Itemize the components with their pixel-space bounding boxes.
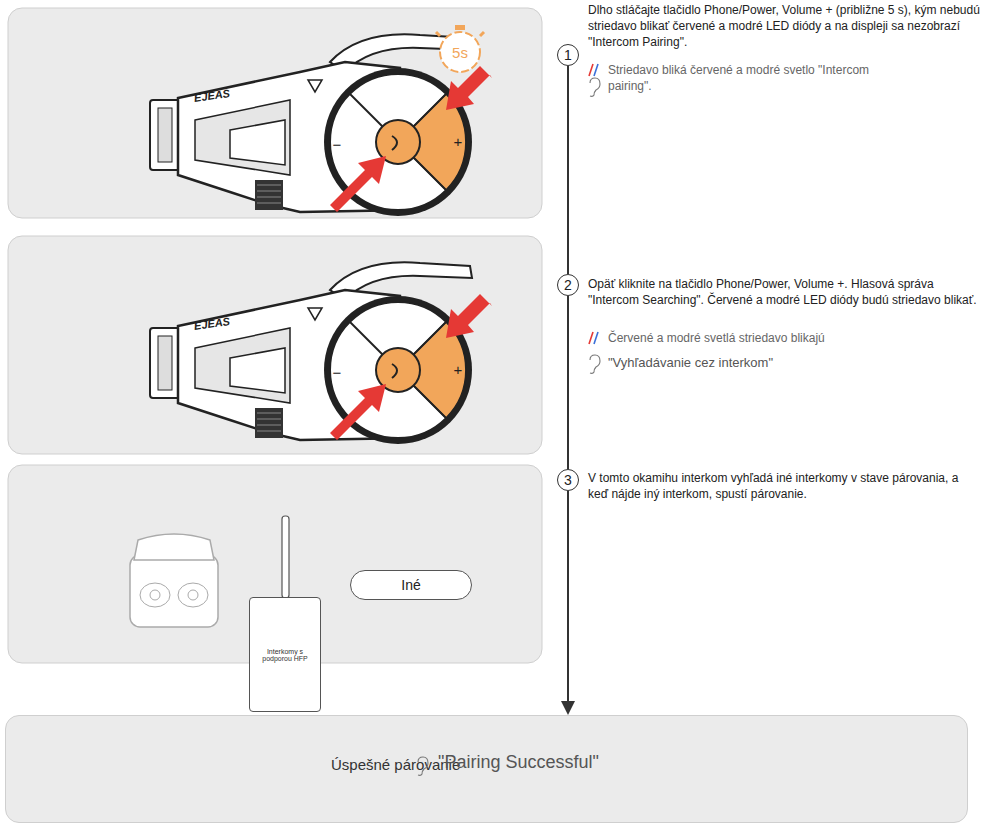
button-sign: − [333,137,342,152]
step-text: Opäť kliknite na tlačidlo Phone/Power, V… [588,276,986,308]
step-text: V tomto okamihu interkom vyhľadá iné int… [588,470,968,502]
step-text: "Vyhľadávanie cez interkom" [608,354,968,372]
button-sign: − [333,365,342,380]
box-text: Interkomy s podporou HFP [253,648,317,662]
brand-logo: EJEAS [193,88,230,104]
device-box: Interkomy s podporou HFP [249,597,321,712]
led-icon [589,332,598,344]
led-icon [589,64,598,76]
step-circle: 1 [557,44,579,66]
button-sign: + [454,134,463,149]
arrow-head [561,701,575,715]
result-band: Úspešné párovanie"Pairing Successful" [5,715,968,823]
ear-icon [418,757,428,775]
voice-prompt: "Pairing Successful" [438,752,599,773]
button-sign: + [454,362,463,377]
step-number: 3 [564,472,572,488]
step-number: 1 [564,47,572,63]
step-circle: 3 [557,469,579,491]
option-pill: Iné [350,570,472,600]
box-text: Iné [401,577,420,593]
brand-logo: EJEAS [193,316,230,332]
timer-text: 5s [452,45,468,60]
step-circle: 2 [557,274,579,296]
flow-line [567,491,569,703]
flow-line [567,296,569,469]
step-text: Červené a modré svetlá striedavo blikajú [608,330,968,346]
flow-line [567,66,569,274]
step-text: Dlho stláčajte tlačidlo Phone/Power, Vol… [588,2,986,51]
step-text: Striedavo bliká červené a modré svetlo "… [608,62,888,94]
ear-icon [590,355,600,373]
step-number: 2 [564,277,572,293]
ear-icon [590,78,600,96]
